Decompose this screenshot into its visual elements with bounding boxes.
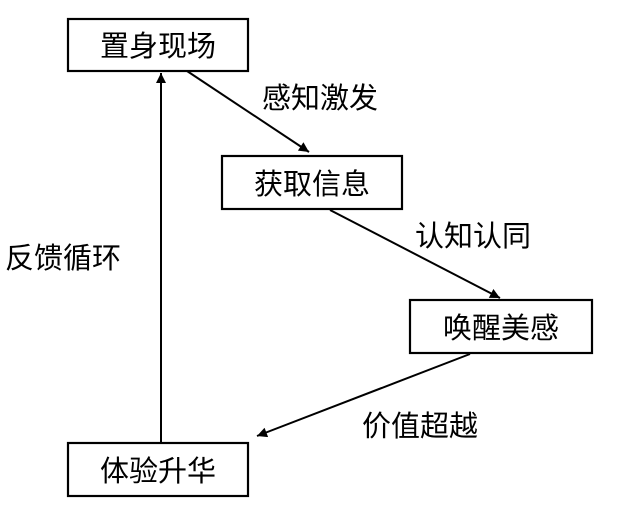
node-label: 获取信息 [254, 167, 370, 201]
arrow-n2-n3 [329, 209, 501, 299]
edge-label-fankui-xunhuan: 反馈循环 [5, 241, 121, 275]
edge-label-jiazhi-chaoyue: 价值超越 [362, 409, 478, 443]
node-label: 置身现场 [100, 29, 216, 63]
arrow-n1-n2 [186, 70, 310, 153]
edge-label-ganzhi-jifa: 感知激发 [262, 81, 378, 115]
node-label: 唤醒美感 [443, 311, 559, 345]
node-label: 体验升华 [100, 454, 216, 488]
node-tiyan-shenghua: 体验升华 [66, 441, 250, 498]
node-huanxing-meigan: 唤醒美感 [408, 298, 594, 355]
arrow-n3-n4 [256, 353, 471, 438]
edge-label-renzhi-rentong: 认知认同 [415, 219, 531, 253]
node-zhishen-xianchang: 置身现场 [66, 17, 250, 73]
node-huoqu-xinxi: 获取信息 [220, 154, 404, 211]
